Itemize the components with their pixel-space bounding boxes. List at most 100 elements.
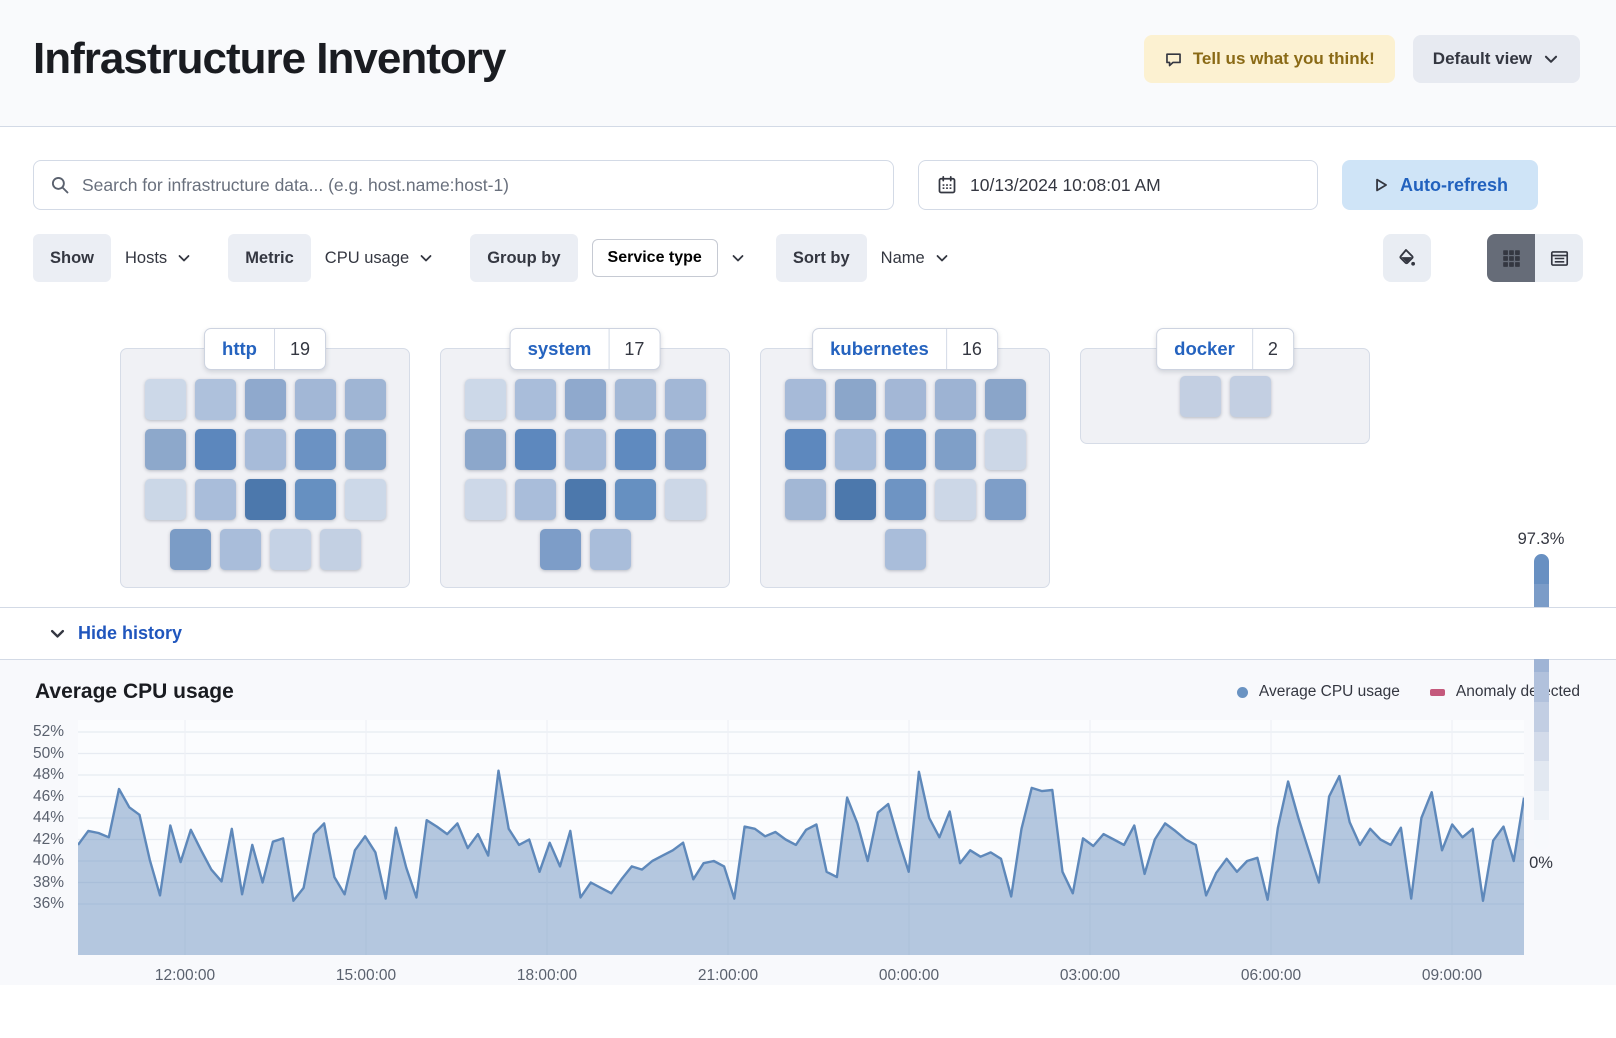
host-tile[interactable] <box>984 379 1026 420</box>
host-tile[interactable] <box>514 429 556 470</box>
host-tile[interactable] <box>344 479 386 520</box>
host-tile[interactable] <box>884 479 926 520</box>
host-tile[interactable] <box>169 529 211 570</box>
host-tile[interactable] <box>514 379 556 420</box>
legend-item-anomaly[interactable]: Anomaly detected <box>1429 683 1580 701</box>
host-tile[interactable] <box>934 479 976 520</box>
search-box[interactable] <box>33 160 894 210</box>
host-tile[interactable] <box>784 379 826 420</box>
host-tile[interactable] <box>614 479 656 520</box>
feedback-button[interactable]: Tell us what you think! <box>1143 35 1395 83</box>
legend-step <box>1533 731 1549 762</box>
chevron-down-icon <box>48 624 67 643</box>
host-tile[interactable] <box>564 479 606 520</box>
badge-divider <box>1251 329 1253 369</box>
sortby-filter-label: Sort by <box>775 234 867 282</box>
host-tile[interactable] <box>664 429 706 470</box>
group-count: 17 <box>624 338 645 359</box>
host-tile[interactable] <box>144 429 186 470</box>
host-tile[interactable] <box>589 529 631 570</box>
host-tile[interactable] <box>319 529 361 570</box>
group-name[interactable]: docker <box>1174 338 1235 359</box>
host-tile[interactable] <box>934 379 976 420</box>
speech-bubble-icon <box>1164 50 1183 69</box>
default-view-button[interactable]: Default view <box>1412 35 1580 83</box>
y-axis-tick-label: 50% <box>32 744 64 762</box>
tile-row <box>121 379 409 420</box>
host-tile[interactable] <box>884 429 926 470</box>
date-picker[interactable]: 10/13/2024 10:08:01 AM <box>918 160 1318 210</box>
host-tile[interactable] <box>144 379 186 420</box>
host-tile[interactable] <box>464 479 506 520</box>
host-tile[interactable] <box>514 479 556 520</box>
legend-color-button[interactable] <box>1383 234 1431 282</box>
auto-refresh-button[interactable]: Auto-refresh <box>1342 160 1538 210</box>
group-name[interactable]: kubernetes <box>830 338 929 359</box>
host-tile[interactable] <box>194 479 236 520</box>
map-view-button[interactable] <box>1487 234 1535 282</box>
group-badge-system[interactable]: system 17 <box>509 328 661 370</box>
host-tile[interactable] <box>244 379 286 420</box>
host-tile[interactable] <box>564 429 606 470</box>
sortby-filter-dropdown[interactable]: Name <box>866 234 964 282</box>
host-tile[interactable] <box>834 429 876 470</box>
host-tile[interactable] <box>269 529 311 570</box>
host-tile[interactable] <box>884 529 926 570</box>
chart-plot-area[interactable] <box>78 720 1524 955</box>
host-tile[interactable] <box>984 429 1026 470</box>
group-name[interactable]: http <box>222 338 257 359</box>
legend-item-avg-cpu[interactable]: Average CPU usage <box>1236 683 1400 701</box>
host-tile[interactable] <box>294 429 336 470</box>
tile-row <box>1081 375 1369 417</box>
host-tile[interactable] <box>614 379 656 420</box>
host-tile[interactable] <box>539 529 581 570</box>
metric-filter-value: CPU usage <box>324 248 410 267</box>
host-tile[interactable] <box>244 479 286 520</box>
host-tile[interactable] <box>194 429 236 470</box>
date-picker-value: 10/13/2024 10:08:01 AM <box>970 174 1161 195</box>
group-name[interactable]: system <box>527 338 592 359</box>
host-tile[interactable] <box>834 479 876 520</box>
host-tile[interactable] <box>294 379 336 420</box>
host-tile[interactable] <box>344 429 386 470</box>
y-axis-tick-label: 48% <box>32 766 64 783</box>
metric-filter-dropdown[interactable]: CPU usage <box>310 234 449 282</box>
play-icon <box>1372 176 1390 194</box>
host-tile[interactable] <box>934 429 976 470</box>
table-view-button[interactable] <box>1535 234 1583 282</box>
host-tile[interactable] <box>984 479 1026 520</box>
host-tile[interactable] <box>344 379 386 420</box>
host-tile[interactable] <box>784 429 826 470</box>
host-tile[interactable] <box>219 529 261 570</box>
tile-row <box>441 529 729 570</box>
host-tile[interactable] <box>144 479 186 520</box>
host-tile[interactable] <box>464 429 506 470</box>
search-input[interactable] <box>82 174 877 196</box>
legend-max-label: 97.3% <box>1517 530 1565 548</box>
x-axis-tick-label: 15:00:00 <box>335 967 397 984</box>
host-tile[interactable] <box>244 429 286 470</box>
host-tile[interactable] <box>784 479 826 520</box>
groupby-filter-dropdown[interactable] <box>721 234 754 282</box>
host-tile[interactable] <box>464 379 506 420</box>
show-filter-dropdown[interactable]: Hosts <box>111 234 207 282</box>
host-tile[interactable] <box>884 379 926 420</box>
host-tile[interactable] <box>664 479 706 520</box>
group-panel-system <box>440 348 730 588</box>
host-tile[interactable] <box>1229 375 1271 417</box>
host-tile[interactable] <box>1179 375 1221 417</box>
host-tile[interactable] <box>834 379 876 420</box>
host-tile[interactable] <box>564 379 606 420</box>
groupby-filter-pill[interactable]: Service type <box>591 239 718 277</box>
hide-history-button[interactable]: Hide history <box>48 623 182 644</box>
host-tile[interactable] <box>194 379 236 420</box>
host-tile[interactable] <box>294 479 336 520</box>
host-tile[interactable] <box>614 429 656 470</box>
y-axis-tick-label: 42% <box>32 830 64 848</box>
host-tile[interactable] <box>664 379 706 420</box>
